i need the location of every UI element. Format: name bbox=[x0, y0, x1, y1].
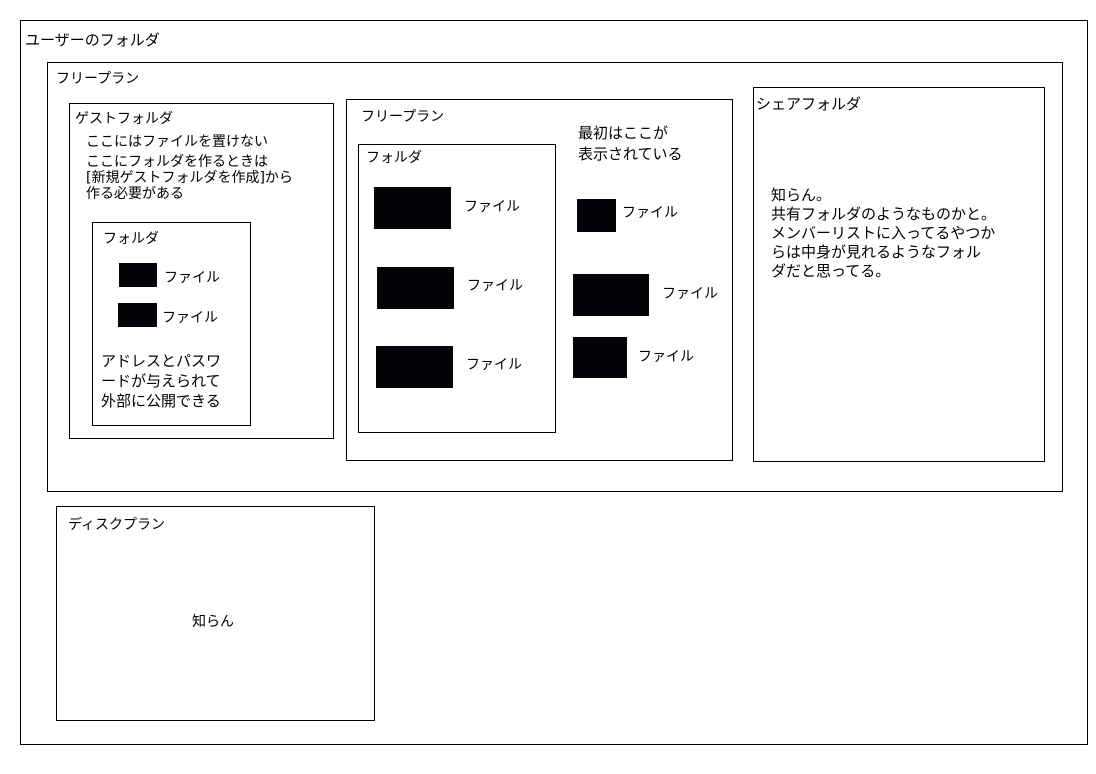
file-label: ファイル bbox=[164, 270, 220, 286]
file-label: ファイル bbox=[662, 286, 718, 302]
share-note-line: 知らん。 bbox=[771, 186, 832, 204]
file-icon bbox=[573, 274, 649, 316]
free-inner-note-line: 最初はここが bbox=[578, 124, 669, 142]
guest-subfolder-note-line: ードが与えられて bbox=[101, 372, 221, 390]
share-note-line: ダだと思ってる。 bbox=[771, 262, 891, 280]
file-icon bbox=[374, 187, 451, 229]
guest-note-2-line: 作る必要がある bbox=[86, 186, 184, 202]
file-icon bbox=[376, 346, 453, 388]
share-folder-box bbox=[753, 87, 1045, 462]
guest-subfolder-note-line: 外部に公開できる bbox=[101, 392, 221, 410]
file-icon bbox=[577, 199, 616, 232]
guest-note-1: ここにはファイルを置けない bbox=[86, 134, 268, 150]
guest-note-2-line: ここにフォルダを作るときは bbox=[86, 154, 268, 170]
share-note-line: らは中身が見れるようなフォル bbox=[771, 243, 982, 261]
file-label: ファイル bbox=[464, 199, 520, 215]
guest-subfolder-title: フォルダ bbox=[103, 231, 159, 247]
disk-plan-note: 知らん bbox=[192, 614, 234, 630]
free-plan-title: フリープラン bbox=[56, 71, 140, 87]
file-label: ファイル bbox=[162, 310, 218, 326]
guest-folder-title: ゲストフォルダ bbox=[75, 111, 173, 127]
guest-subfolder-note-line: アドレスとパスワ bbox=[101, 352, 222, 370]
share-folder-title: シェアフォルダ bbox=[756, 95, 862, 113]
free-folder-title: フォルダ bbox=[366, 150, 422, 166]
file-icon bbox=[119, 263, 157, 287]
file-label: ファイル bbox=[638, 349, 694, 365]
file-label: ファイル bbox=[622, 205, 678, 221]
free-inner-note-line: 表示されている bbox=[578, 145, 683, 163]
file-icon bbox=[377, 267, 454, 309]
share-note-line: 共有フォルダのようなものかと。 bbox=[771, 205, 997, 223]
guest-note-2-line: [新規ゲストフォルダを作成]から bbox=[86, 170, 293, 186]
free-plan-inner-title: フリープラン bbox=[361, 109, 445, 125]
file-label: ファイル bbox=[466, 357, 522, 373]
share-note-line: メンバーリストに入ってるやつか bbox=[771, 224, 996, 242]
user-folder-title: ユーザーのフォルダ bbox=[25, 31, 160, 49]
file-icon bbox=[573, 337, 627, 378]
disk-plan-box bbox=[56, 506, 375, 721]
file-label: ファイル bbox=[467, 278, 523, 294]
file-icon bbox=[118, 303, 157, 327]
disk-plan-title: ディスクプラン bbox=[68, 517, 166, 533]
